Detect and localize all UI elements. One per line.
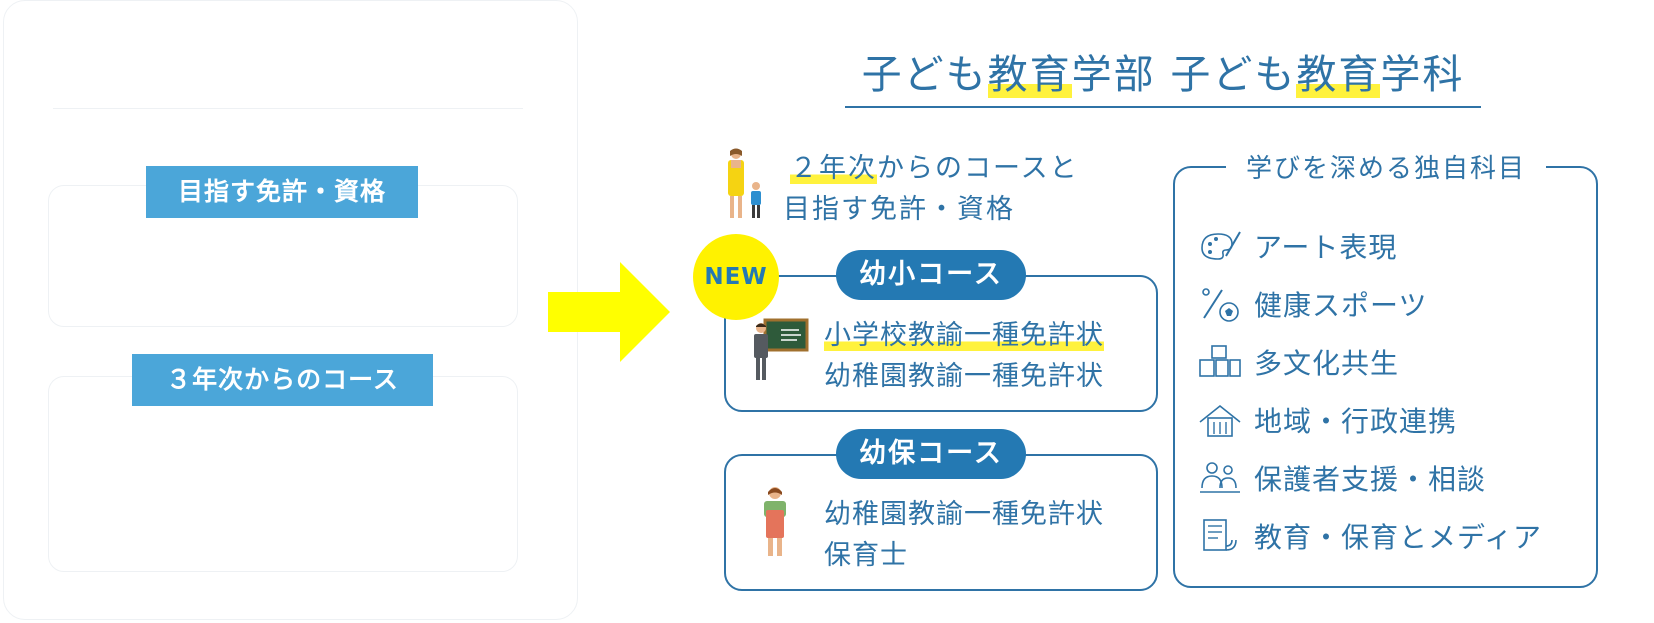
intro-line-2: 目指す免許・資格 [783, 194, 1015, 225]
title-underline [845, 106, 1481, 108]
palette-icon [1201, 231, 1241, 260]
building-icon [1199, 404, 1241, 437]
license-nursery: 保育士 [824, 540, 908, 571]
feature-label: 地域・行政連携 [1254, 405, 1458, 438]
feature-item-sports: 健康スポーツ [1196, 282, 1427, 326]
course-pill-elementary: 幼小コース [836, 250, 1026, 300]
feature-item-art: アート表現 [1196, 224, 1397, 268]
license-kindergarten-1: 幼稚園教諭一種免許状 [824, 361, 1104, 392]
page-title: 子ども教育学部 子ども教育学科 [861, 52, 1465, 98]
course-pill-nursery: 幼保コース [836, 429, 1026, 479]
nursery-teacher-icon [764, 487, 786, 556]
media-icon [1203, 519, 1237, 551]
features-heading: 学びを深める独自科目 [1226, 148, 1546, 185]
feature-label: 多文化共生 [1254, 347, 1400, 380]
feature-label: 教育・保育とメディア [1254, 521, 1543, 554]
left-divider [53, 108, 523, 109]
left-license-label: 目指す免許・資格 [146, 166, 418, 218]
sports-icon [1202, 288, 1239, 322]
feature-item-community: 地域・行政連携 [1196, 398, 1457, 442]
right-arrow-icon [548, 262, 670, 362]
feature-item-multicultural: 多文化共生 [1196, 340, 1399, 384]
license-kindergarten-2: 幼稚園教諭一種免許状 [824, 499, 1104, 530]
license-elementary: 小学校教諭一種免許状 [824, 320, 1104, 351]
intro-line-1: ２年次からのコースと [790, 153, 1079, 184]
teacher-child-icon [728, 148, 761, 218]
new-badge: NEW [693, 234, 779, 320]
feature-item-parent-support: 保護者支援・相談 [1196, 456, 1486, 500]
feature-label: 健康スポーツ [1254, 289, 1428, 322]
consult-icon [1200, 462, 1240, 493]
feature-label: 保護者支援・相談 [1254, 463, 1487, 496]
classroom-teacher-icon [754, 318, 809, 380]
feature-item-media: 教育・保育とメディア [1196, 514, 1542, 558]
blocks-icon [1199, 345, 1241, 377]
left-course-label: ３年次からのコース [132, 354, 433, 406]
feature-label: アート表現 [1254, 231, 1398, 264]
